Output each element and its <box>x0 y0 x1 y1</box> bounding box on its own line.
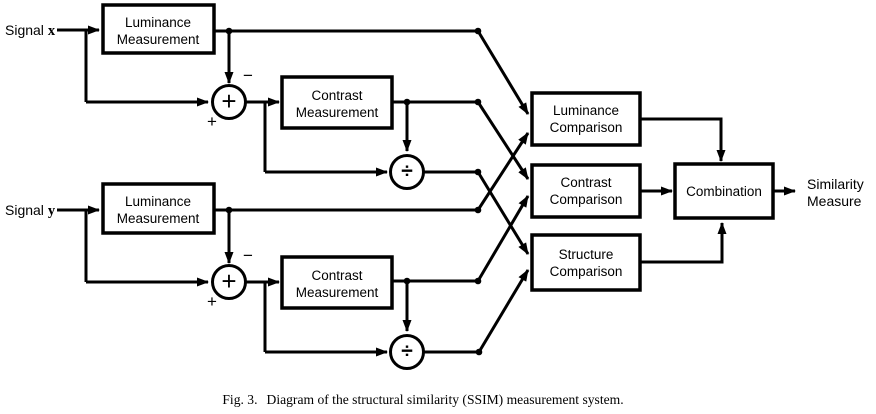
wires-signal-y <box>57 132 530 357</box>
block-contrast-comparison: Contrast Comparison <box>530 163 642 219</box>
figure-caption-number: Fig. 3. <box>222 392 257 407</box>
contrast-comparison-box <box>530 163 642 219</box>
contrast-comparison-line2: Comparison <box>550 192 623 207</box>
contrast-measurement-x-line2: Measurement <box>296 105 379 120</box>
wire-lum-y-to-lum-comparison <box>476 132 530 211</box>
contrast-measurement-x-line1: Contrast <box>311 88 362 103</box>
junction-dot <box>474 98 482 106</box>
luminance-comparison-box <box>530 91 642 147</box>
wire-contrast-x-to-contrast-comparison <box>476 101 530 180</box>
junction-dot <box>403 277 411 285</box>
block-luminance-comparison: Luminance Comparison <box>530 91 642 147</box>
signal-y-var: y <box>48 203 56 219</box>
contrast-measurement-y-line1: Contrast <box>311 268 362 283</box>
junction-dot <box>474 168 482 176</box>
similarity-measure-line1: Similarity <box>807 176 864 192</box>
wire-lum-x-to-lum-comparison <box>476 30 530 115</box>
divider-y-circle <box>389 334 425 370</box>
block-combination: Combination <box>673 162 775 220</box>
block-luminance-measurement-y: Luminance Measurement <box>101 182 216 235</box>
structure-comparison-line2: Comparison <box>550 264 623 279</box>
block-luminance-measurement-x: Luminance Measurement <box>101 3 216 55</box>
contrast-measurement-x-box <box>280 75 394 130</box>
adder-x-sign: + <box>221 86 236 116</box>
wire-lum-comparison-to-combination <box>640 117 726 162</box>
structure-comparison-line1: Structure <box>559 247 614 262</box>
luminance-comparison-line1: Luminance <box>553 103 619 118</box>
luminance-measurement-y-box <box>101 182 216 235</box>
structure-comparison-box <box>530 233 642 292</box>
divider-x-sign: ÷ <box>401 160 413 183</box>
junction-dots <box>225 27 483 356</box>
luminance-measurement-x-box <box>101 3 216 55</box>
output-label: Similarity Measure <box>807 176 864 209</box>
luminance-measurement-x-line2: Measurement <box>117 32 200 47</box>
figure-caption: Fig. 3. Diagram of the structural similar… <box>222 392 623 408</box>
contrast-measurement-y-line2: Measurement <box>296 285 379 300</box>
adder-y-minus-label: − <box>243 246 253 265</box>
junction-dot <box>475 348 483 356</box>
luminance-measurement-y-line2: Measurement <box>117 211 200 226</box>
wire-contrast-y-to-contrast-comparison <box>476 195 530 282</box>
signal-x-var: x <box>48 23 56 39</box>
luminance-measurement-x-line1: Luminance <box>125 15 191 30</box>
adder-y-circle <box>211 264 247 300</box>
divider-y-sign: ÷ <box>401 340 413 363</box>
contrast-comparison-line1: Contrast <box>560 175 611 190</box>
adder-x-circle <box>211 84 247 120</box>
junction-dot <box>474 277 482 285</box>
junction-dot <box>474 27 482 35</box>
block-contrast-measurement-x: Contrast Measurement <box>280 75 394 130</box>
luminance-comparison-line2: Comparison <box>550 120 623 135</box>
block-structure-comparison: Structure Comparison <box>530 233 642 292</box>
similarity-measure-line2: Measure <box>807 193 862 209</box>
block-contrast-measurement-y: Contrast Measurement <box>280 255 394 310</box>
wires-combination <box>640 117 796 264</box>
contrast-measurement-y-box <box>280 255 394 310</box>
junction-dot <box>225 27 233 35</box>
wires-signal-x <box>57 25 530 255</box>
operator-nodes: + − + ÷ + − + ÷ <box>207 66 425 370</box>
junction-dot <box>403 98 411 106</box>
wire-structure-x-to-structure-comparison <box>476 171 530 255</box>
adder-x-minus-label: − <box>243 66 253 85</box>
adder-y-sign: + <box>221 266 236 296</box>
combination-label: Combination <box>686 184 762 199</box>
combination-box <box>673 162 775 220</box>
adder-x-plus-label: + <box>207 112 217 131</box>
divider-x-circle <box>389 154 425 190</box>
adder-y-plus-label: + <box>207 292 217 311</box>
luminance-measurement-y-line1: Luminance <box>125 194 191 209</box>
wire-structure-y-to-structure-comparison <box>477 269 530 353</box>
junction-dot <box>225 206 233 214</box>
wire-structure-comparison-to-combination <box>640 222 727 264</box>
signal-x-word: Signal <box>5 22 44 38</box>
signal-y-word: Signal <box>5 202 44 218</box>
junction-dot <box>474 206 482 214</box>
figure-caption-text: Diagram of the structural similarity (SS… <box>267 392 624 408</box>
